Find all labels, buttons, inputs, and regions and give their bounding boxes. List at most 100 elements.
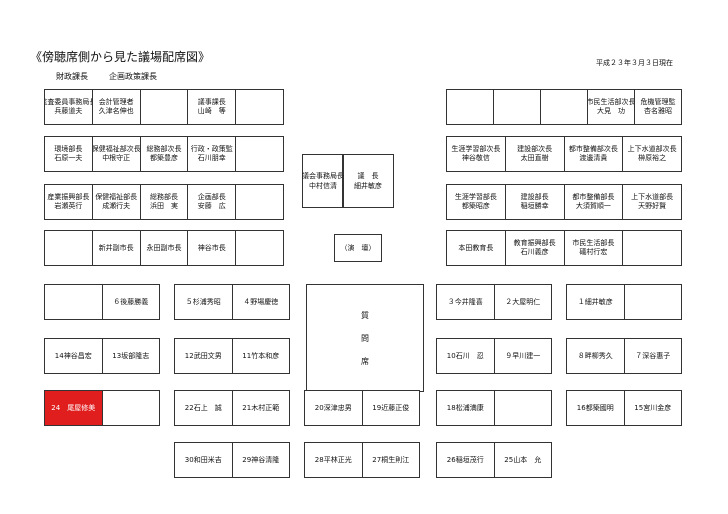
- left-row-2-cell-3: 行政・政策監石川朋幸: [188, 137, 237, 171]
- member-r3-center: 20深津忠男 19近藤正俊: [304, 390, 420, 426]
- left-row-2: 環境部長石原一夫保健福祉部次長中根守正総務部次長都築豊彦行政・政策監石川朋幸: [44, 136, 284, 172]
- left-row-2-cell-4: [236, 137, 283, 171]
- member-r2-right: 10石川 忍 ９早川建一: [436, 338, 552, 374]
- left-row-1-cell-4: [236, 90, 283, 124]
- date-text: 平成２３年３月３日現在: [596, 59, 673, 67]
- left-row-2-cell-0: 環境部長石原一夫: [45, 137, 93, 171]
- member-r2-mid: 12武田文男 11竹本和彦: [174, 338, 290, 374]
- member-r2-mid-seat-1: 11竹本和彦: [242, 352, 280, 360]
- member-r1-mid-seat-0: ５杉浦秀昭: [175, 285, 233, 319]
- left-row-3-cell-2: 総務部長浜田 実: [141, 185, 189, 219]
- left-row-4: 新井副市長永田副市長神谷市長: [44, 230, 284, 266]
- left-row-4-cell-4: [236, 231, 283, 265]
- member-r3-right-seat-1: [495, 391, 552, 425]
- member-r3-right-seat-0: 18松浦満康: [437, 391, 495, 425]
- member-r4-mid: 30和田米吉 29神谷清隆: [174, 442, 290, 478]
- right-row-3-cell-1: 建設部長稲垣勝幸: [506, 185, 565, 219]
- member-r3-mid-seat-1: 21木村正範: [242, 404, 280, 412]
- member-r2-mid-seat-0: 12武田文男: [175, 339, 233, 373]
- left-row-1-cell-2: [141, 90, 189, 124]
- member-r3-mid-seat-0: 22石上 誠: [175, 391, 233, 425]
- left-row-3-cell-0: 産業振興部長岩瀬英行: [45, 185, 93, 219]
- chair-seat: 議 長 細井敏彦: [342, 154, 394, 208]
- member-r4-center-seat-0: 28平林正光: [305, 443, 363, 477]
- right-row-1: 市民生活部次長大見 功危機管理監杏名雅昭: [446, 89, 682, 125]
- member-r3-far-seat-1: 15宮川金彦: [634, 404, 672, 412]
- member-r1-far: １細井敏彦: [566, 284, 682, 320]
- right-row-4-cell-1: 教育振興部長石川義彦: [506, 231, 565, 265]
- right-row-1-cell-2: [541, 90, 588, 124]
- role-finance: 財政課長: [56, 72, 88, 81]
- right-row-4-cell-0: 本田教育長: [447, 231, 506, 265]
- podium: （演 壇）: [334, 234, 382, 262]
- right-row-1-cell-0: [447, 90, 494, 124]
- right-row-3-cell-0: 生涯学習部長都築昭彦: [447, 185, 506, 219]
- left-row-3-cell-1: 保健福祉部長成瀬行夫: [93, 185, 141, 219]
- role-planning: 企画政策課長: [109, 72, 157, 81]
- member-r4-mid-seat-1: 29神谷清隆: [242, 456, 280, 464]
- right-row-4-cell-2: 市民生活部長礒村行宏: [565, 231, 624, 265]
- member-r2-right-seat-0: 10石川 忍: [437, 339, 495, 373]
- right-row-2-cell-3: 上下水道部次長榊原裕之: [627, 145, 677, 162]
- member-r3-left: 24 尾屋修美: [44, 390, 160, 426]
- left-row-3-cell-3: 企画部長安藤 広: [188, 185, 237, 219]
- right-row-1-cell-1: [494, 90, 541, 124]
- member-r1-mid-seat-1: ４野場慶徳: [243, 298, 279, 306]
- left-row-1-cell-1: 会計管理者久津名伸也: [93, 90, 141, 124]
- member-r3-mid: 22石上 誠 21木村正範: [174, 390, 290, 426]
- member-r4-right-seat-0: 26稲垣茂行: [437, 443, 495, 477]
- member-r4-mid-seat-0: 30和田米吉: [175, 443, 233, 477]
- member-r4-right-seat-1: 25山本 允: [504, 456, 542, 464]
- clerk-seat: 議会事務局長 中村信清: [302, 154, 344, 208]
- page-title: 《傍聴席側から見た議場配席図》: [30, 50, 211, 64]
- member-r1-far-seat-0: １細井敏彦: [567, 285, 625, 319]
- right-row-1-cell-4: 危機管理監杏名雅昭: [640, 98, 676, 115]
- member-r1-left-seat-0: [45, 285, 103, 319]
- right-row-2-cell-1: 建設部次長太田直樹: [506, 137, 565, 171]
- member-r3-right: 18松浦満康: [436, 390, 552, 426]
- right-row-3-cell-3: 上下水道部長天野好賢: [631, 193, 674, 210]
- right-row-4: 本田教育長教育振興部長石川義彦市民生活部長礒村行宏: [446, 230, 682, 266]
- member-r4-center-seat-1: 27桐生則江: [372, 456, 410, 464]
- right-row-4-cell-3: [623, 231, 681, 265]
- member-r3-center-seat-1: 19近藤正俊: [372, 404, 410, 412]
- member-r3-left-seat-1: [103, 391, 160, 425]
- member-r2-right-seat-1: ９早川建一: [505, 352, 541, 360]
- left-row-2-cell-1: 保健福祉部次長中根守正: [93, 137, 141, 171]
- member-r1-right-seat-0: ３今井隆喜: [437, 285, 495, 319]
- left-row-3: 産業振興部長岩瀬英行保健福祉部長成瀬行夫総務部長浜田 実企画部長安藤 広: [44, 184, 284, 220]
- member-r1-mid: ５杉浦秀昭 ４野場慶徳: [174, 284, 290, 320]
- question-seat: 質問席: [306, 284, 424, 392]
- member-r1-left-seat-1: ６後藤勝義: [113, 298, 149, 306]
- member-r2-left: 14神谷昌宏 13坂部隆志: [44, 338, 160, 374]
- left-row-2-cell-2: 総務部次長都築豊彦: [141, 137, 189, 171]
- left-row-4-cell-3: 神谷市長: [188, 231, 237, 265]
- left-row-4-cell-1: 新井副市長: [93, 231, 141, 265]
- right-row-3-cell-2: 都市整備部長大須賀順一: [565, 185, 624, 219]
- left-row-4-cell-0: [45, 231, 93, 265]
- member-r2-far: ８畔柳秀久 ７深谷惠子: [566, 338, 682, 374]
- right-row-2: 生涯学習部次長神谷敬信建設部次長太田直樹都市整備部次長渡邊清貴上下水道部次長榊原…: [446, 136, 682, 172]
- right-row-3: 生涯学習部長都築昭彦建設部長稲垣勝幸都市整備部長大須賀順一上下水道部長天野好賢: [446, 184, 682, 220]
- right-row-1-cell-3: 市民生活部次長大見 功: [588, 90, 635, 124]
- member-r4-center: 28平林正光 27桐生則江: [304, 442, 420, 478]
- left-row-1-cell-3: 議事課長山崎 等: [188, 90, 237, 124]
- member-r2-left-seat-0: 14神谷昌宏: [45, 339, 103, 373]
- member-r1-far-seat-1: [625, 285, 682, 319]
- member-r2-far-seat-0: ８畔柳秀久: [567, 339, 625, 373]
- member-r4-right: 26稲垣茂行 25山本 允: [436, 442, 552, 478]
- member-r3-center-seat-0: 20深津忠男: [305, 391, 363, 425]
- left-row-3-cell-4: [236, 185, 283, 219]
- member-r2-far-seat-1: ７深谷惠子: [635, 352, 671, 360]
- right-row-2-cell-0: 生涯学習部次長神谷敬信: [447, 137, 506, 171]
- member-r2-left-seat-1: 13坂部隆志: [112, 352, 150, 360]
- member-r3-left-seat-0: 24 尾屋修美: [45, 391, 103, 425]
- member-r3-far: 16都築國明 15宮川金彦: [566, 390, 682, 426]
- left-row-1-cell-0: 監査委員事務局長兵藤道夫: [45, 90, 93, 124]
- right-row-2-cell-2: 都市整備部次長渡邊清貴: [565, 137, 624, 171]
- left-row-4-cell-2: 永田副市長: [141, 231, 189, 265]
- member-r1-left: ６後藤勝義: [44, 284, 160, 320]
- member-r3-far-seat-0: 16都築國明: [567, 391, 625, 425]
